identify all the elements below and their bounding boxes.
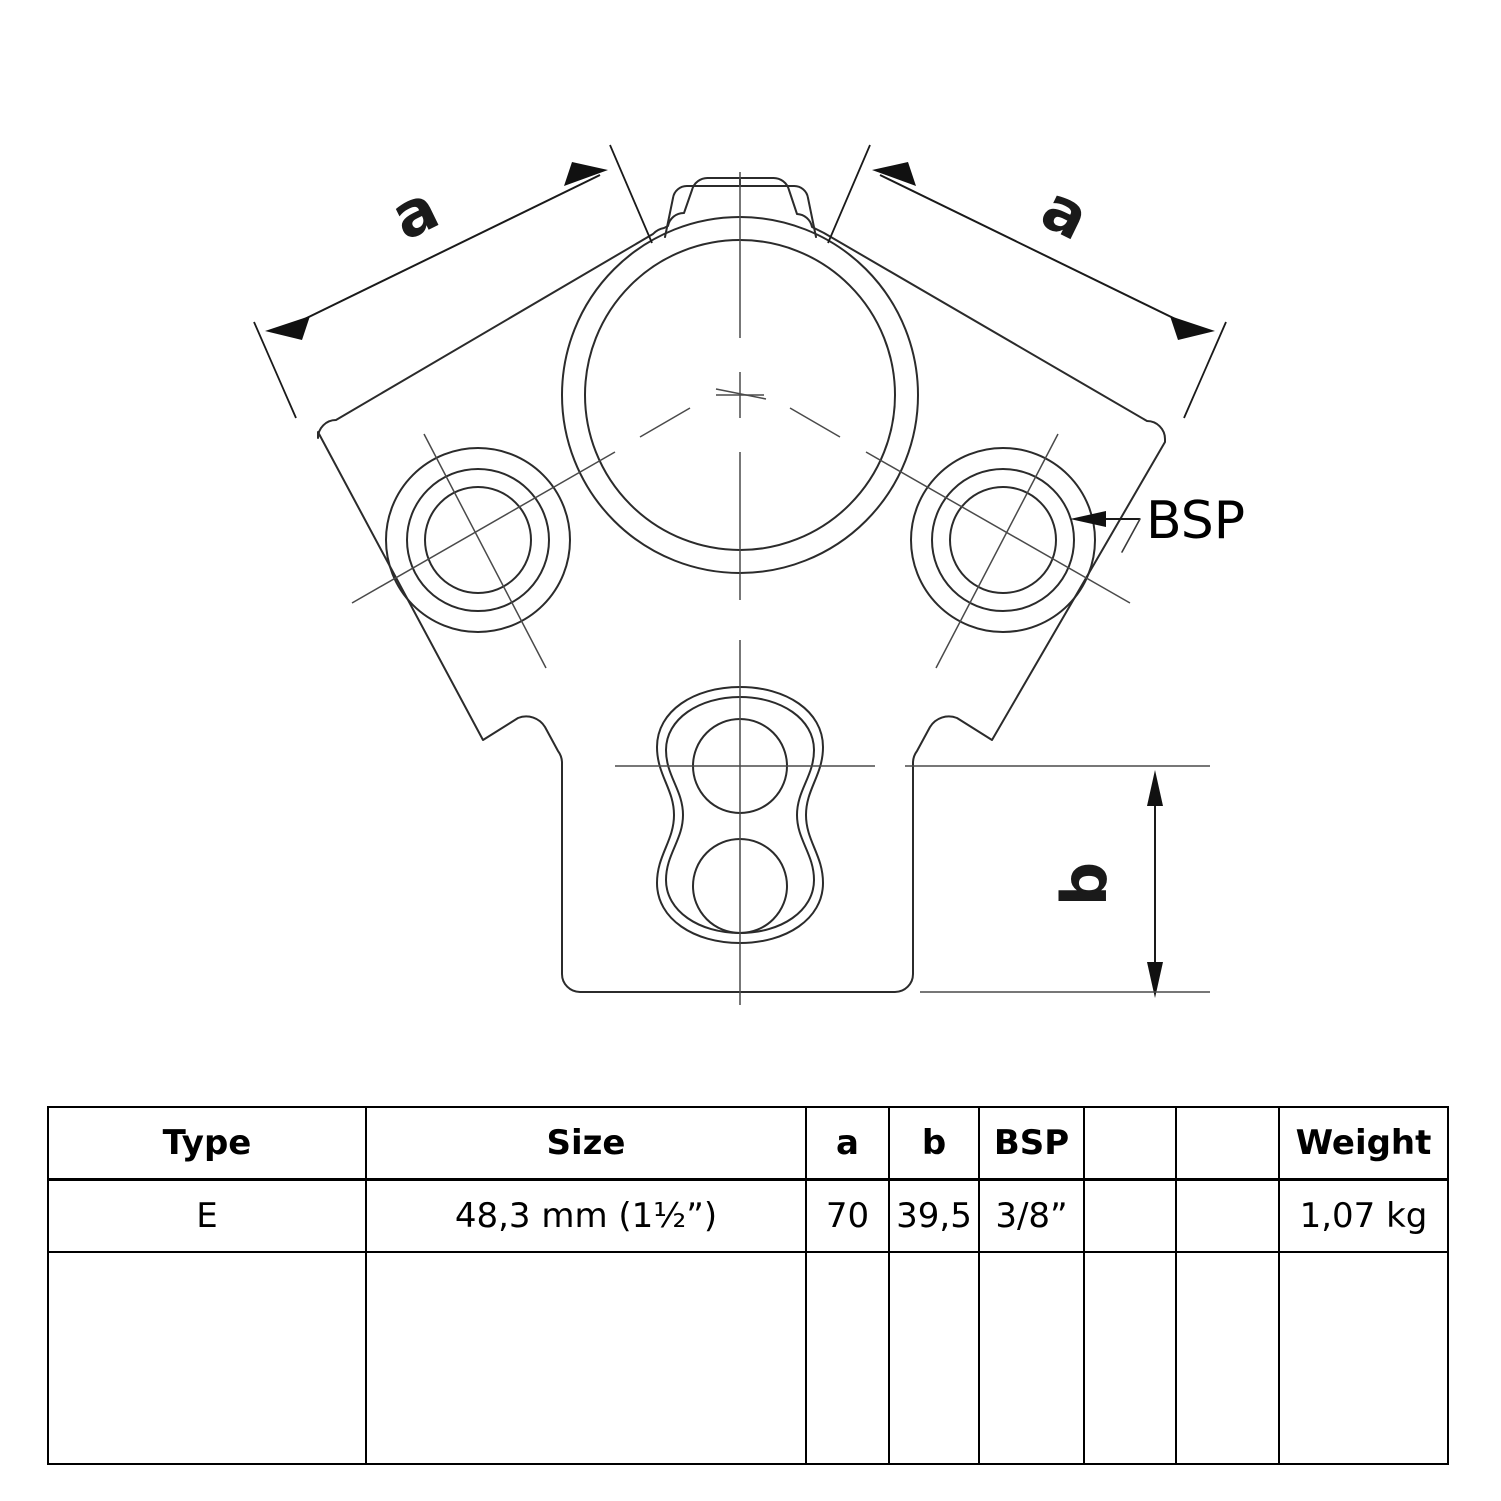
dimension-b: b <box>920 770 1210 998</box>
table-row: E 48,3 mm (1½”) 70 39,5 3/8” 1,07 kg <box>47 1178 1449 1253</box>
spec-table-container: Type Size a b BSP Weight E 48,3 mm (1½”)… <box>47 1106 1449 1465</box>
header-b: b <box>888 1106 980 1181</box>
header-type: Type <box>47 1106 367 1181</box>
header-weight: Weight <box>1278 1106 1449 1181</box>
empty-cell-bsp <box>978 1252 1085 1465</box>
cell-b: 39,5 <box>888 1178 980 1253</box>
empty-cell-blank-1 <box>1083 1252 1177 1465</box>
table-header-row: Type Size a b BSP Weight <box>47 1106 1449 1181</box>
dimension-a-right: a <box>827 144 1227 419</box>
empty-cell-weight <box>1278 1252 1449 1465</box>
dimension-b-label: b <box>1048 862 1121 906</box>
cell-type: E <box>47 1178 367 1253</box>
dimension-a-left: a <box>253 144 653 419</box>
header-a: a <box>805 1106 890 1181</box>
cell-a: 70 <box>805 1178 890 1253</box>
cell-weight: 1,07 kg <box>1278 1178 1449 1253</box>
header-blank-2 <box>1175 1106 1280 1181</box>
body-outline <box>317 176 1166 993</box>
right-bsp-boss <box>910 447 1096 633</box>
spec-table: Type Size a b BSP Weight E 48,3 mm (1½”)… <box>47 1106 1449 1465</box>
center-lines <box>351 172 1210 1005</box>
empty-cell-b <box>888 1252 980 1465</box>
technical-drawing: a a b BSP <box>253 144 1245 1005</box>
cell-blank-1 <box>1083 1178 1177 1253</box>
bsp-callout: BSP <box>1070 491 1245 553</box>
empty-cell-blank-2 <box>1175 1252 1280 1465</box>
empty-cell-a <box>805 1252 890 1465</box>
cell-bsp: 3/8” <box>978 1178 1085 1253</box>
dimension-a-left-label: a <box>380 171 450 255</box>
header-size: Size <box>365 1106 807 1181</box>
dimension-a-right-label: a <box>1031 171 1101 255</box>
header-bsp: BSP <box>978 1106 1085 1181</box>
header-blank-1 <box>1083 1106 1177 1181</box>
table-empty-row <box>47 1252 1449 1465</box>
cell-size: 48,3 mm (1½”) <box>365 1178 807 1253</box>
empty-cell-type <box>47 1252 367 1465</box>
left-bsp-boss <box>385 447 571 633</box>
cell-blank-2 <box>1175 1178 1280 1253</box>
bsp-label: BSP <box>1146 491 1245 551</box>
empty-cell-size <box>365 1252 807 1465</box>
